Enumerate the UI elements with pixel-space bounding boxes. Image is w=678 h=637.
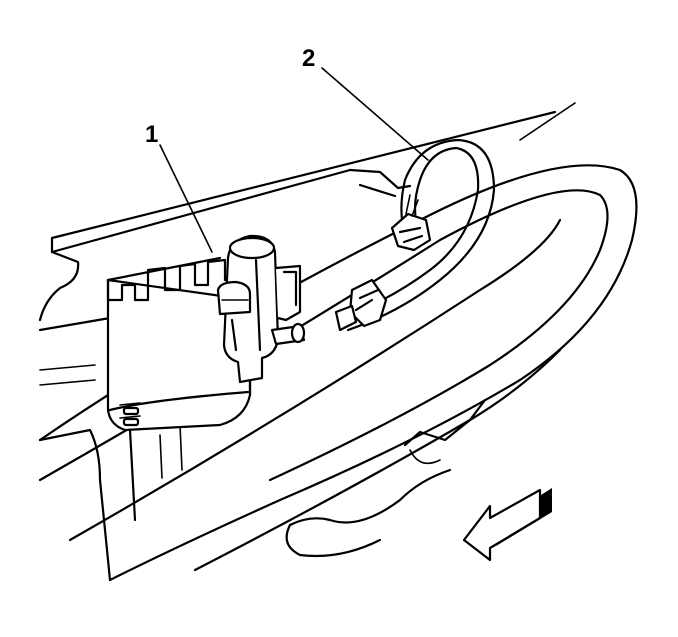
vacuum-hose: [334, 138, 496, 332]
callout-label-1: 1: [145, 121, 158, 148]
leader-line-1: [159, 144, 213, 253]
arrow-left-icon: [462, 488, 552, 562]
callout-label-2: 2: [302, 45, 315, 72]
callout-2: 2: [302, 45, 429, 161]
sensor-module: [106, 234, 306, 432]
body-rail: [38, 102, 576, 322]
callout-1: 1: [145, 121, 213, 253]
leader-line-2: [321, 67, 429, 161]
body-contour: [38, 164, 638, 582]
